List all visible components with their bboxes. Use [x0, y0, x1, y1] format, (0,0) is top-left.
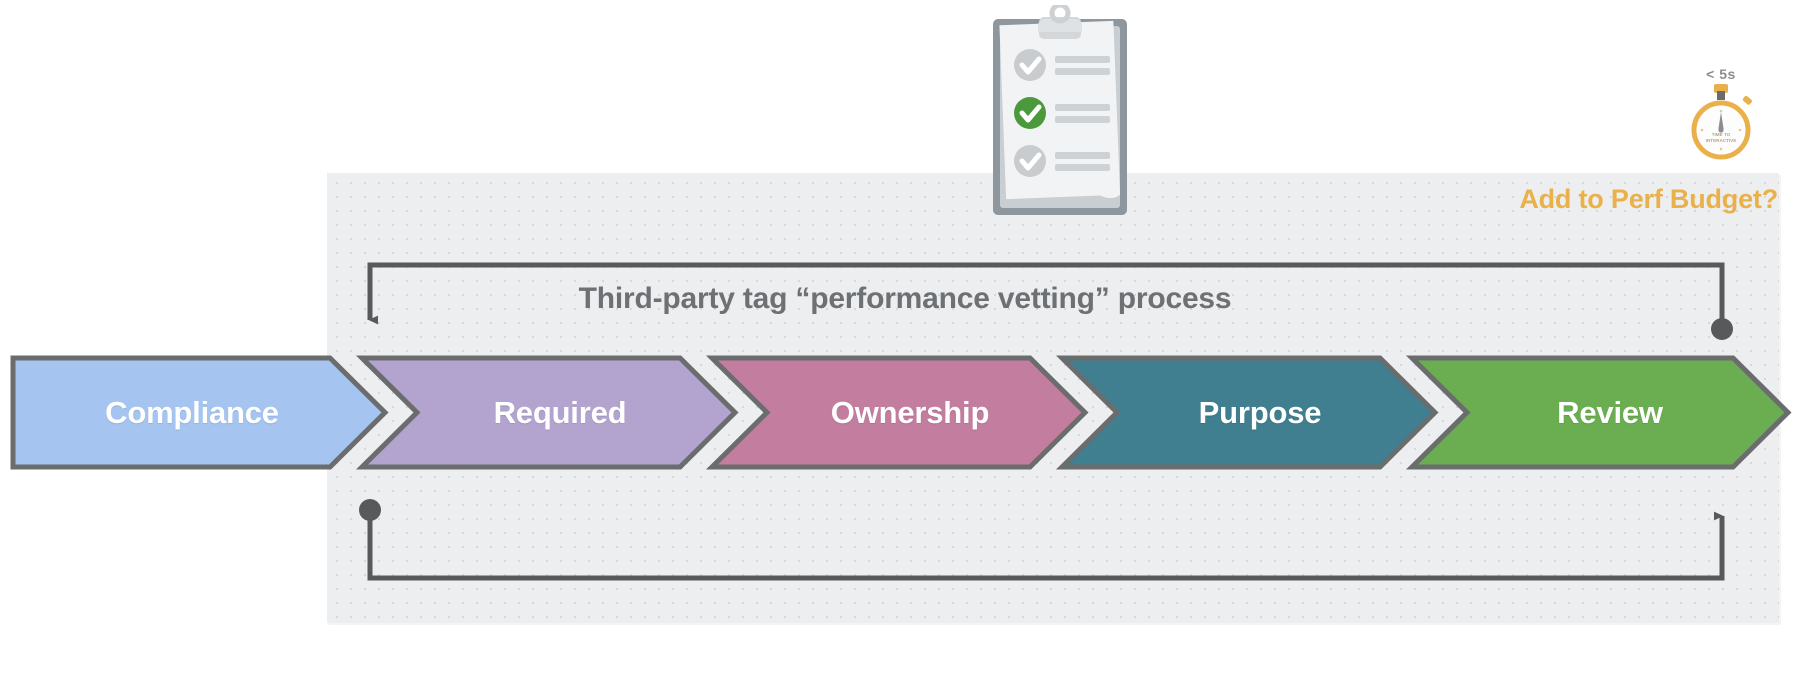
stage-label-required: Required: [493, 395, 627, 430]
stage-label-compliance: Compliance: [105, 395, 279, 430]
chevron-shape-compliance[interactable]: [10, 355, 389, 470]
perf-budget-label: Add to Perf Budget?: [1519, 184, 1778, 214]
chevron-shape-review[interactable]: [1405, 355, 1792, 470]
stopwatch-dial-line-2: INTERACTIVE: [1706, 138, 1737, 143]
clipboard-check-3: [1014, 145, 1046, 177]
stopwatch-dial-line-1: TIME TO: [1712, 132, 1731, 137]
chevron-shape-ownership[interactable]: [705, 355, 1089, 470]
stage-label-purpose: Purpose: [1198, 395, 1322, 430]
stopwatch-caption: < 5s: [1706, 66, 1736, 82]
page-title: Third-party tag “performance vetting” pr…: [578, 282, 1232, 315]
stage-label-review: Review: [1557, 395, 1663, 430]
clipboard-check-1: [1014, 49, 1046, 81]
clipboard-check-2: [1014, 97, 1046, 129]
chevron-shape-required[interactable]: [355, 355, 739, 470]
stage-label-ownership: Ownership: [830, 395, 990, 430]
stopwatch-icon: < 5s TIME TO INTERACTIVE: [1666, 66, 1776, 166]
clipboard-icon: [985, 2, 1135, 225]
chevron-shape-purpose[interactable]: [1055, 355, 1439, 470]
stage-chevron-row: Compliance Required Ownership Purpose Re…: [0, 355, 1810, 470]
